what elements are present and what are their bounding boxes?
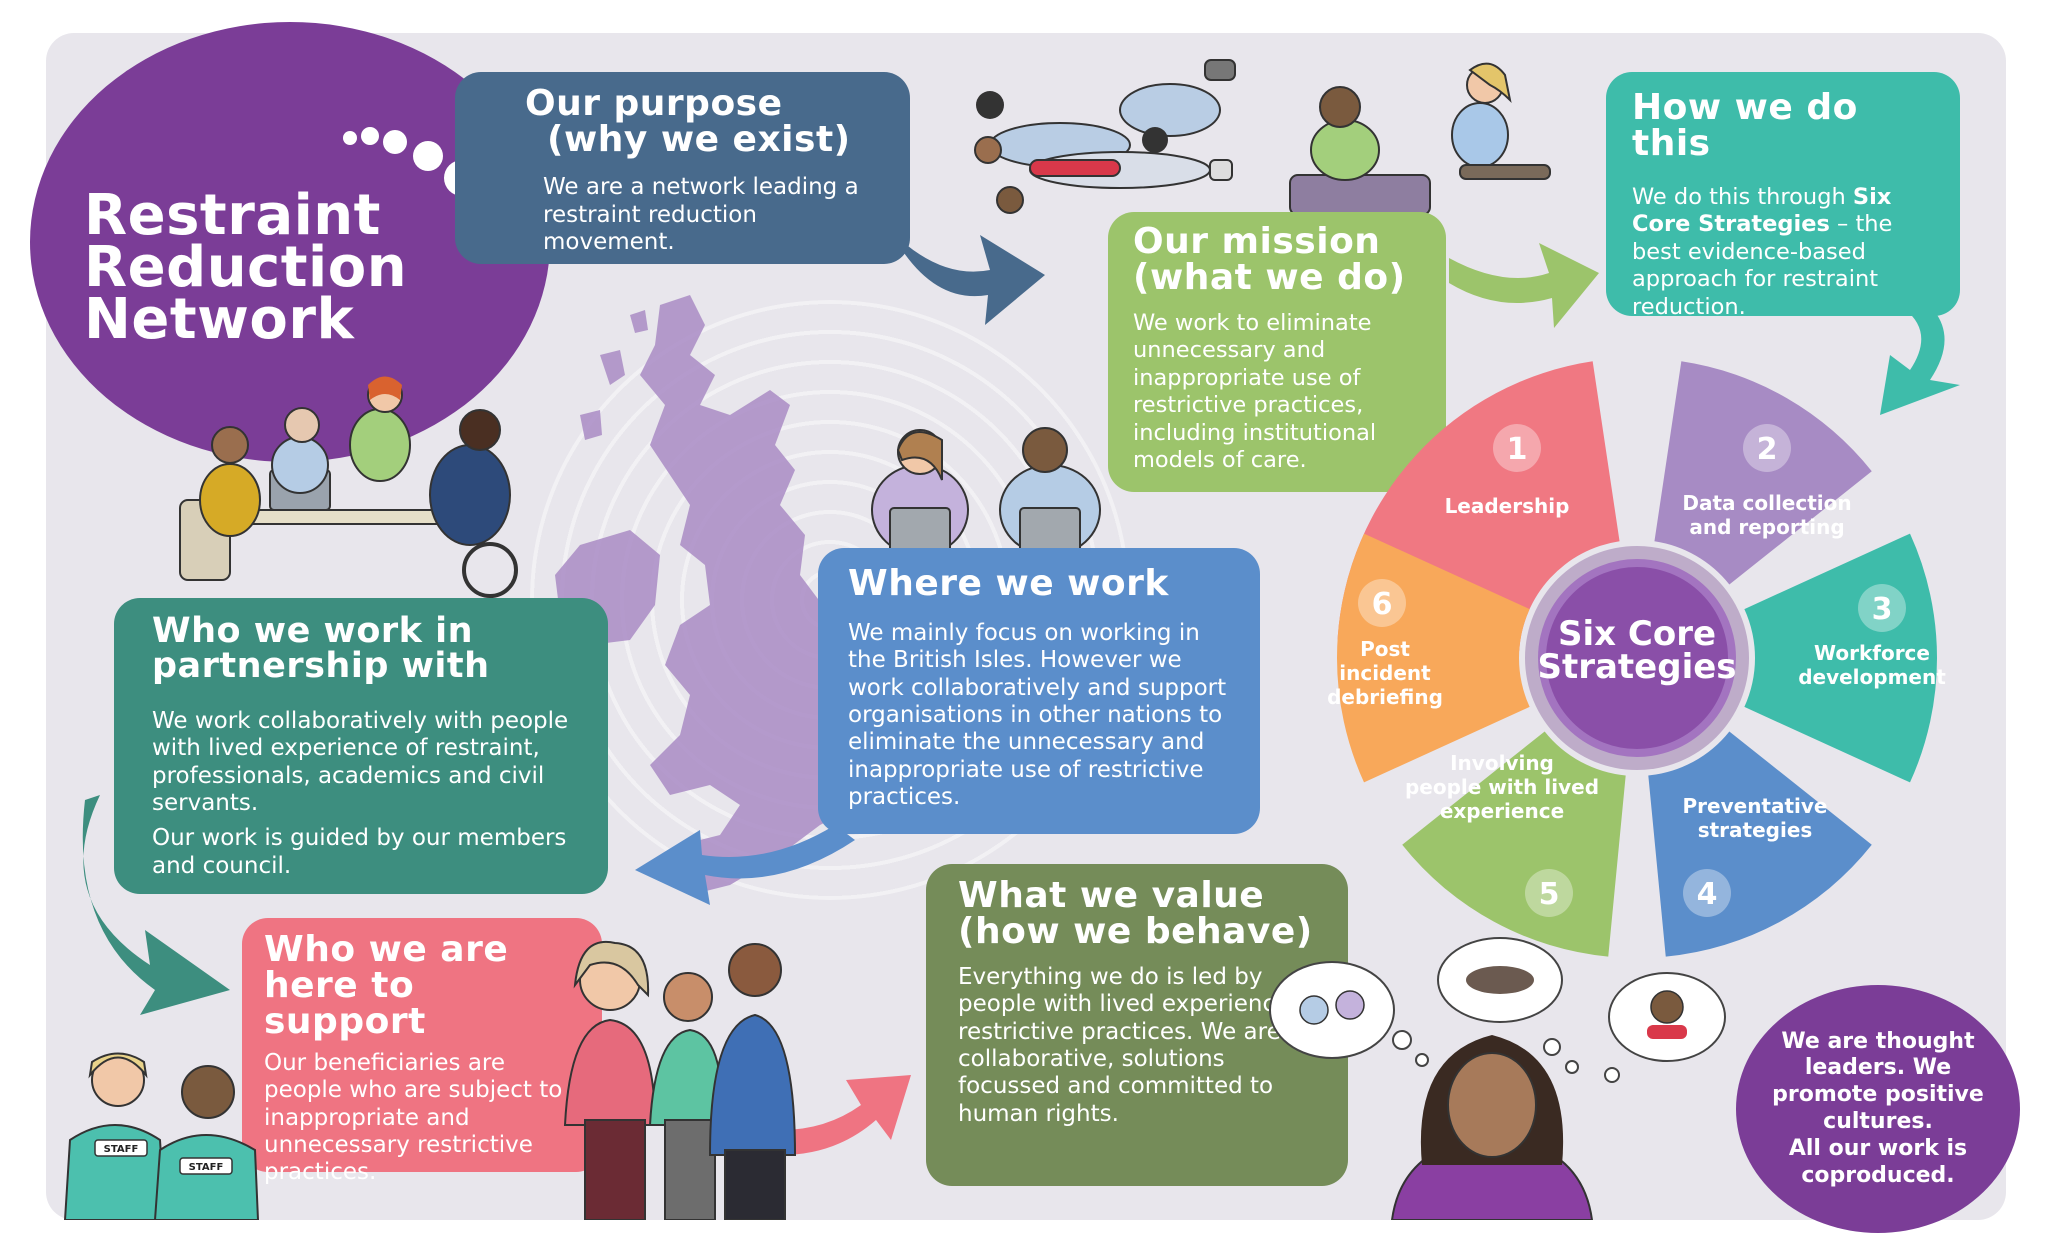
strategy-number: 1 — [1507, 432, 1528, 467]
where-card: Where we work We mainly focus on working… — [818, 548, 1260, 834]
purpose-title-line: (why we exist) — [547, 119, 851, 160]
strategy-segment — [1654, 361, 1872, 585]
wheel-center-title: Six Core — [1558, 614, 1716, 654]
strategy-segment — [1337, 533, 1530, 783]
strategy-number: 5 — [1539, 877, 1560, 912]
strategy-label: debriefing — [1327, 685, 1443, 709]
strategy-label: Workforce — [1814, 641, 1930, 665]
strategy-number: 3 — [1872, 592, 1893, 627]
strategy-label: Preventative — [1683, 794, 1828, 818]
partner-title-line: Who we work in — [152, 611, 474, 651]
partner-card: Who we work in partnership with We work … — [114, 598, 608, 894]
wheel-center-title: Strategies — [1537, 647, 1736, 687]
mission-title: Our mission (what we do) — [1133, 224, 1420, 296]
support-card: Who we are here to support Our beneficia… — [242, 918, 602, 1185]
logo-line: Reduction — [84, 235, 408, 301]
purpose-title-line: Our purpose — [525, 83, 783, 124]
strategy-label: Post — [1360, 637, 1410, 661]
how-text-bold: Six Core Strategies — [1632, 184, 1892, 238]
purpose-title: Our purpose (why we exist) — [525, 86, 880, 158]
how-text-part: – the best evidence-based approach for r… — [1632, 211, 1893, 320]
value-title-line: (how we behave) — [958, 911, 1313, 952]
mission-text: We work to eliminate unnecessary and ina… — [1133, 310, 1377, 474]
where-title: Where we work — [848, 563, 1169, 604]
thought-leaders-badge: We are thought leaders. We promote posit… — [1736, 985, 2020, 1233]
strategy-number-badge — [1358, 579, 1406, 627]
support-title-line: Who we are — [264, 929, 509, 970]
strategy-label: Data collection — [1682, 491, 1851, 515]
strategy-number-badge — [1525, 869, 1573, 917]
strategy-segment — [1744, 533, 1937, 783]
strategy-label: strategies — [1698, 818, 1813, 842]
strategy-number-badge — [1683, 869, 1731, 917]
mission-title-line: Our mission — [1133, 221, 1381, 262]
strategy-number: 2 — [1757, 432, 1778, 467]
meeting-illustration — [179, 376, 518, 598]
arrow-to-value — [781, 1075, 911, 1155]
thought-line: leaders. We — [1804, 1055, 1952, 1081]
strategy-segment — [1648, 731, 1872, 957]
how-text-part: We do this through — [1632, 184, 1853, 210]
partner-guidance-text: Our work is guided by our members and co… — [152, 825, 567, 879]
arrow-to-mission — [890, 230, 1045, 325]
arrow-from-where — [635, 825, 855, 905]
strategy-number: 6 — [1372, 587, 1393, 622]
thought-line: We are thought — [1781, 1028, 1975, 1054]
strategy-label: Leadership — [1445, 494, 1570, 518]
thought-leaders-text: We are thought leaders. We promote posit… — [1768, 1029, 1988, 1190]
strategy-number: 4 — [1697, 877, 1718, 912]
thinking-illustration — [1269, 937, 1726, 1220]
logo-title: Restraint Reduction Network — [84, 183, 408, 353]
mission-card: Our mission (what we do) We work to elim… — [1108, 212, 1446, 492]
partner-text: We work collaboratively with people with… — [152, 708, 569, 817]
support-illustration — [1289, 62, 1551, 216]
value-text: Everything we do is led by people with l… — [958, 964, 1319, 1127]
group-illustration — [563, 940, 797, 1220]
purpose-card: Our purpose (why we exist) We are a netw… — [455, 72, 910, 264]
thought-line: cultures. — [1823, 1109, 1933, 1134]
strategy-number-badge — [1858, 584, 1906, 632]
support-title: Who we are here to support — [264, 932, 582, 1040]
how-text: We do this through Six Core Strategies –… — [1632, 184, 1934, 321]
mission-title-line: (what we do) — [1133, 257, 1406, 298]
arrow-to-how — [1449, 243, 1599, 328]
strategy-label: Involving — [1450, 751, 1554, 775]
strategy-number-badge — [1493, 424, 1541, 472]
strategy-label: people with lived — [1405, 775, 1599, 799]
support-text: Our beneficiaries are people who are sub… — [264, 1050, 563, 1186]
how-card: How we do this We do this through Six Co… — [1606, 72, 1960, 320]
staff-illustration: STAFF STAFF — [63, 1052, 260, 1220]
where-text: We mainly focus on working in the Britis… — [848, 620, 1227, 811]
partner-title: Who we work in partnership with — [152, 614, 588, 684]
value-title-line: What we value — [958, 875, 1265, 916]
thought-line: coproduced. — [1801, 1162, 1955, 1188]
wheel-center — [1538, 559, 1736, 757]
staff-badge: STAFF — [189, 1162, 224, 1173]
strategy-label: incident — [1339, 661, 1431, 685]
how-title: How we do this — [1632, 87, 1858, 164]
logo-line: Restraint — [84, 183, 381, 248]
strategy-number-badge — [1743, 424, 1791, 472]
thought-line: promote positive — [1772, 1082, 1984, 1108]
arrow-to-strategies — [1880, 285, 1960, 415]
thought-line: All our work is — [1788, 1135, 1968, 1161]
laptop-illustration — [871, 427, 1101, 556]
strategy-segment — [1402, 731, 1626, 957]
purpose-text: We are a network leading a restraint red… — [543, 174, 859, 256]
strategy-label: and reporting — [1689, 515, 1844, 539]
staff-badge: STAFF — [104, 1144, 139, 1155]
value-title: What we value (how we behave) — [958, 878, 1324, 950]
arrow-to-support — [82, 795, 230, 1015]
restraint-illustration — [974, 59, 1236, 214]
strategy-label: development — [1798, 665, 1946, 689]
strategy-label: experience — [1440, 799, 1564, 823]
support-title-line: here to support — [264, 965, 426, 1042]
partner-title-line: partnership with — [152, 646, 490, 686]
logo-line: Network — [84, 287, 355, 353]
